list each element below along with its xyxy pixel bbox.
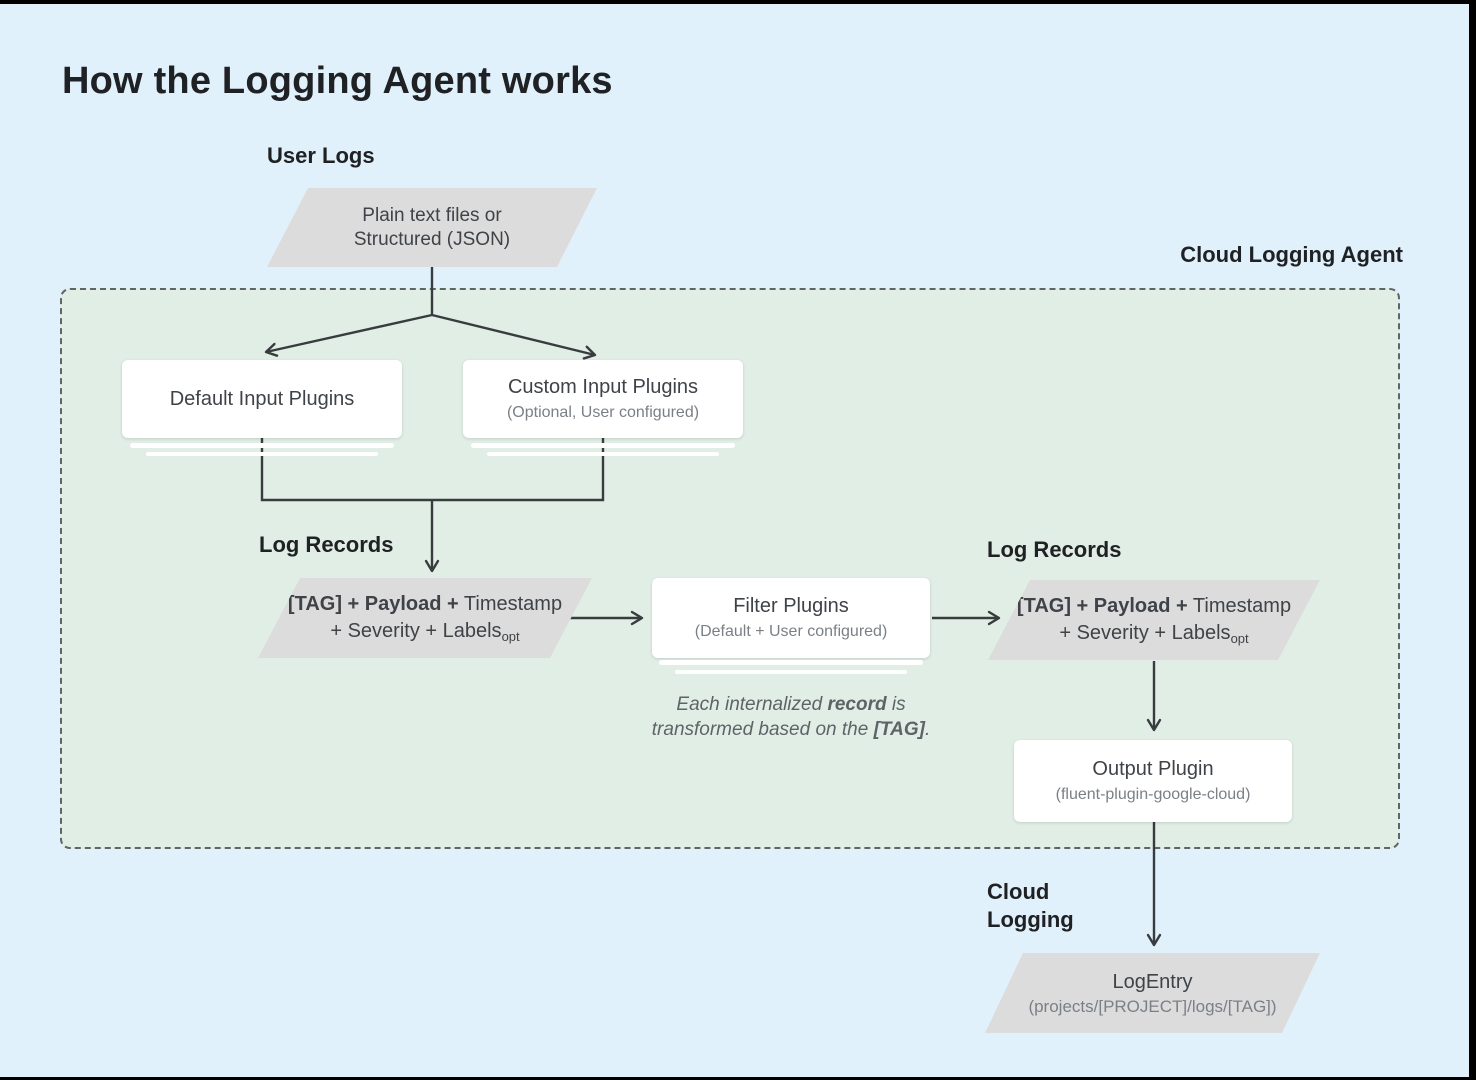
log-record-line1: [TAG] + Payload + Timestamp [288, 591, 562, 618]
log-record-subscript: opt [501, 629, 520, 644]
flow-node-log-record-left: [TAG] + Payload + Timestamp + Severity +… [258, 578, 592, 658]
screen-edge-right [1469, 0, 1476, 1080]
output-title: Output Plugin [1092, 757, 1214, 780]
log-entry-title: LogEntry [1112, 970, 1193, 993]
cloud-logging-line1: Cloud [987, 879, 1050, 904]
screen-edge-top [0, 0, 1476, 4]
screen-edge-bottom [0, 1077, 1476, 1080]
user-input-line2: Structured (JSON) [353, 228, 511, 250]
log-record-bold: [TAG] + Payload + [287, 593, 459, 615]
note-part2: is transformed based on the [651, 694, 906, 740]
filter-subtitle: (Default + User configured) [694, 622, 888, 640]
log-record-line2: + Severity + Labelsopt [330, 618, 519, 645]
flow-node-log-record-right: [TAG] + Payload + Timestamp + Severity +… [988, 580, 1320, 660]
log-record-regular: Timestamp [1187, 595, 1292, 617]
stack-sheet [471, 443, 735, 448]
log-record-bold: [TAG] + Payload + [1016, 595, 1188, 617]
log-records-label-left: Log Records [259, 532, 394, 557]
flow-node-default-input-plugins: Default Input Plugins [122, 360, 402, 438]
note-bold2: [TAG] [873, 719, 925, 740]
filter-title: Filter Plugins [733, 594, 849, 617]
log-record-line2: + Severity + Labelsopt [1059, 620, 1248, 647]
custom-input-title: Custom Input Plugins [507, 375, 699, 398]
cloud-logging-line2: Logging [987, 907, 1074, 932]
note-part3: . [924, 719, 931, 740]
user-logs-label: User Logs [267, 143, 375, 168]
custom-input-subtitle: (Optional, User configured) [506, 403, 700, 421]
default-input-title: Default Input Plugins [169, 387, 355, 410]
log-record-line1: [TAG] + Payload + Timestamp [1017, 593, 1291, 620]
stack-sheet [659, 660, 923, 665]
log-entry-subtitle: (projects/[PROJECT]/logs/[TAG]) [1028, 996, 1277, 1016]
output-subtitle: (fluent-plugin-google-cloud) [1055, 785, 1251, 803]
log-record-regular: Timestamp [458, 593, 563, 615]
log-record-line2-text: + Severity + Labels [330, 620, 502, 642]
note-part1: Each internalized [676, 694, 828, 715]
page-title: How the Logging Agent works [62, 60, 613, 102]
user-input-line1: Plain text files or [362, 204, 502, 226]
stack-sheet [675, 670, 907, 674]
stack-sheet [130, 443, 394, 448]
transform-note: Each internalized record is transformed … [646, 692, 936, 742]
flow-node-log-entry: LogEntry (projects/[PROJECT]/logs/[TAG]) [985, 953, 1320, 1033]
stack-sheet [146, 452, 378, 456]
log-record-line2-text: + Severity + Labels [1059, 622, 1231, 644]
flow-node-custom-input-plugins: Custom Input Plugins (Optional, User con… [463, 360, 743, 438]
cloud-logging-label: Cloud Logging [987, 878, 1074, 934]
stack-sheet [487, 452, 719, 456]
log-records-label-right: Log Records [987, 537, 1122, 562]
flow-node-user-input: Plain text files or Structured (JSON) [267, 188, 597, 267]
flow-node-output-plugin: Output Plugin (fluent-plugin-google-clou… [1014, 740, 1292, 822]
log-record-subscript: opt [1230, 631, 1249, 646]
note-bold1: record [827, 694, 887, 715]
flow-node-filter-plugins: Filter Plugins (Default + User configure… [652, 578, 930, 658]
cloud-logging-agent-label: Cloud Logging Agent [1180, 242, 1403, 267]
